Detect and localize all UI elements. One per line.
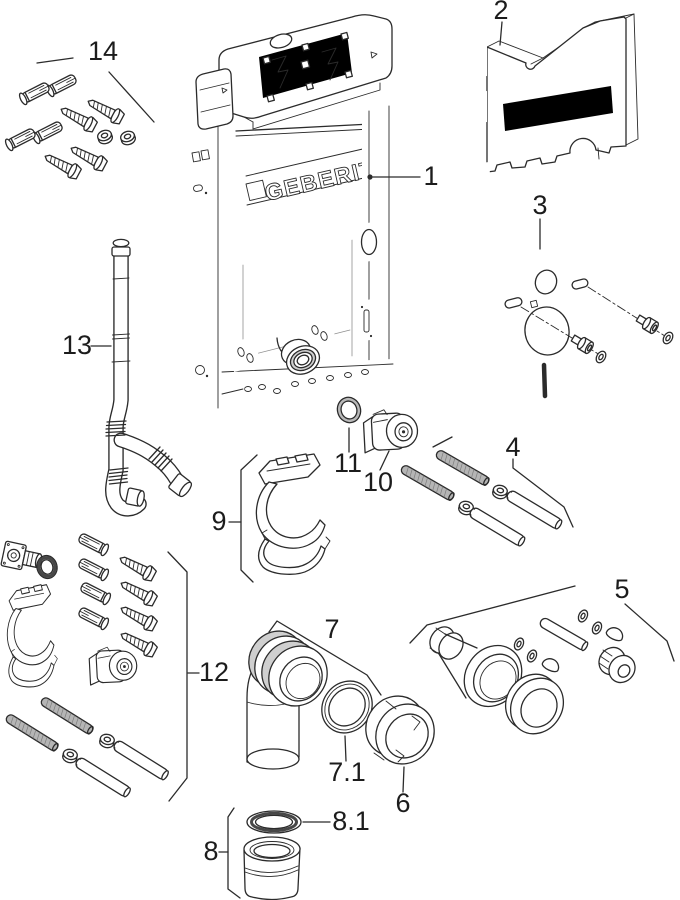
washer	[524, 647, 540, 665]
wall-plug	[3, 125, 38, 153]
threaded-plug	[608, 654, 636, 684]
screw	[116, 575, 159, 609]
wall-plug	[76, 604, 111, 632]
wall-plug	[76, 530, 111, 558]
leader-line-2	[499, 21, 503, 46]
part-8-1-seal-ring: 8.1	[246, 806, 370, 836]
nut	[61, 747, 79, 765]
cap-plug	[540, 655, 562, 675]
part-2-protection-plate: 2	[461, 0, 639, 188]
part-label-8-1: 8.1	[332, 806, 370, 836]
part-10-connector-fitting: 10	[362, 407, 420, 497]
leader-dot-1	[367, 174, 373, 180]
pipe-end-cap	[168, 473, 193, 498]
sleeve-tube	[111, 738, 171, 782]
logo-square	[245, 179, 267, 202]
part-label-6: 6	[395, 788, 410, 818]
pipe-clamp	[6, 584, 58, 688]
bracket-line-5	[409, 585, 576, 644]
part-label-11: 11	[334, 448, 362, 478]
threaded-rod	[434, 448, 491, 488]
part-label-14: 14	[88, 36, 118, 66]
pipe-end-cap	[125, 487, 145, 507]
leader-line-6	[402, 766, 405, 793]
insulation-bolt	[634, 311, 661, 336]
plate-label-recess	[503, 86, 613, 131]
connector-fitting	[88, 645, 139, 686]
plate-body	[486, 16, 627, 173]
part-9-pipe-clamp: 9	[211, 453, 331, 583]
part-7-1-seal-ring: 7.1	[321, 680, 373, 787]
leader-line-10	[379, 450, 390, 471]
threaded-rod	[399, 463, 456, 503]
bracket-line-9	[240, 454, 258, 583]
bracket-line-5	[624, 603, 675, 662]
nut	[95, 127, 115, 147]
wall-plug	[76, 555, 111, 583]
part-11-o-ring: 11	[334, 396, 362, 478]
bracket-line-7	[268, 620, 382, 696]
nut	[118, 128, 138, 148]
wall-plug	[44, 71, 79, 99]
wall-plug	[17, 79, 52, 107]
bracket-line-14	[108, 71, 155, 123]
part-13-flush-pipe: 13	[62, 238, 193, 517]
part-label-8: 8	[203, 836, 218, 866]
base-rail	[222, 359, 393, 397]
part-label-5: 5	[614, 574, 629, 604]
pin	[539, 617, 589, 652]
part-5-outlet-set: 5	[409, 574, 675, 735]
bracket-line-14	[36, 57, 74, 64]
cap-plug	[604, 624, 626, 644]
bracket-line-8	[227, 807, 241, 899]
part-14-screw-set: 14	[3, 36, 155, 182]
nut	[98, 732, 116, 750]
part-label-10: 10	[363, 467, 393, 497]
part-12-fixing-set: 12	[0, 530, 229, 802]
bracket-line-12	[167, 551, 188, 802]
part-label-7: 7	[324, 614, 339, 644]
washer	[589, 619, 605, 637]
part-4-rod-set: 4	[399, 432, 574, 548]
washer	[511, 635, 527, 653]
bracket-line-4	[512, 458, 574, 528]
o-ring	[36, 554, 58, 580]
part-label-1: 1	[423, 161, 438, 191]
threaded-rod	[38, 695, 96, 736]
part-label-4: 4	[505, 432, 520, 462]
part-6-collar: 6	[365, 695, 435, 818]
sleeve-tube	[504, 488, 564, 531]
bracket-line-4	[432, 436, 453, 448]
part-7-flush-bend: 7	[246, 614, 382, 770]
part-label-7-1: 7.1	[328, 757, 366, 787]
screw	[115, 550, 158, 584]
part-3-sound-insulation: 3	[482, 190, 676, 416]
pipe-ribs	[105, 420, 173, 485]
threaded-rod	[3, 712, 61, 753]
part-label-2: 2	[493, 0, 508, 25]
sleeve-tube	[467, 505, 527, 548]
part-label-3: 3	[532, 190, 547, 220]
washer	[660, 329, 676, 347]
leader-line-7-1	[344, 735, 347, 762]
part-8-connector-sleeve: 8	[203, 807, 301, 900]
valve-fitting	[0, 540, 43, 571]
part-label-9: 9	[211, 506, 226, 536]
part-1-cistern-frame: GEBERIT	[187, 14, 439, 416]
wall-plug	[78, 579, 113, 607]
cistern-funnel	[238, 230, 360, 296]
insulation-mat	[482, 232, 613, 416]
nut	[491, 483, 509, 501]
washer	[575, 607, 591, 625]
sleeve-tube	[73, 755, 133, 799]
part-label-12: 12	[199, 657, 229, 687]
part-label-13: 13	[62, 330, 92, 360]
access-panel-unit	[195, 14, 393, 130]
wall-plug	[30, 118, 65, 146]
